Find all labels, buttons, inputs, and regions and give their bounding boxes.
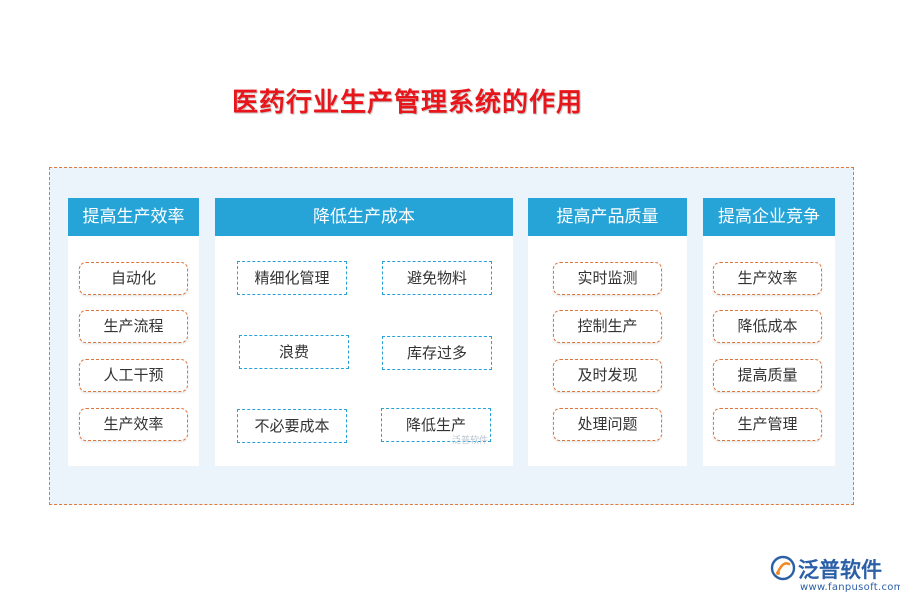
item-waste: 浪费 xyxy=(239,335,349,369)
item-manual-intervention: 人工干预 xyxy=(79,359,188,392)
item-handle-problems: 处理问题 xyxy=(553,408,662,441)
logo-url: www.fanpusoft.com xyxy=(800,582,900,593)
column-competitiveness: 提高企业竞争 生产效率 降低成本 提高质量 生产管理 xyxy=(703,198,835,466)
item-automation: 自动化 xyxy=(79,262,188,295)
brand-logo: 泛普软件 www.fanpusoft.com xyxy=(770,554,900,596)
column-cost: 降低生产成本 精细化管理 避免物料 浪费 库存过多 不必要成本 降低生产 xyxy=(215,198,513,466)
item-reduce-cost: 降低成本 xyxy=(713,310,822,343)
item-realtime-monitoring: 实时监测 xyxy=(553,262,662,295)
item-timely-discovery: 及时发现 xyxy=(553,359,662,392)
item-production-efficiency-2: 生产效率 xyxy=(713,262,822,295)
item-production-efficiency: 生产效率 xyxy=(79,408,188,441)
item-fine-management: 精细化管理 xyxy=(237,261,347,295)
item-production-flow: 生产流程 xyxy=(79,310,188,343)
item-unnecessary-cost: 不必要成本 xyxy=(237,409,347,443)
column-quality: 提高产品质量 实时监测 控制生产 及时发现 处理问题 xyxy=(528,198,687,466)
logo-name: 泛普软件 xyxy=(798,558,882,582)
item-avoid-material: 避免物料 xyxy=(382,261,492,295)
column-efficiency: 提高生产效率 自动化 生产流程 人工干预 生产效率 xyxy=(68,198,199,466)
diagram-title: 医药行业生产管理系统的作用 xyxy=(232,88,584,118)
item-reduce-production: 降低生产 xyxy=(381,408,491,442)
watermark-text: 泛普软件 xyxy=(452,436,489,446)
item-control-production: 控制生产 xyxy=(553,310,662,343)
column-heading: 提高企业竞争 xyxy=(703,198,835,236)
item-improve-quality: 提高质量 xyxy=(713,359,822,392)
column-heading: 提高生产效率 xyxy=(68,198,199,236)
item-production-management: 生产管理 xyxy=(713,408,822,441)
column-heading: 提高产品质量 xyxy=(528,198,687,236)
item-excess-inventory: 库存过多 xyxy=(382,336,492,370)
column-heading: 降低生产成本 xyxy=(215,198,513,236)
logo-icon xyxy=(770,555,796,581)
